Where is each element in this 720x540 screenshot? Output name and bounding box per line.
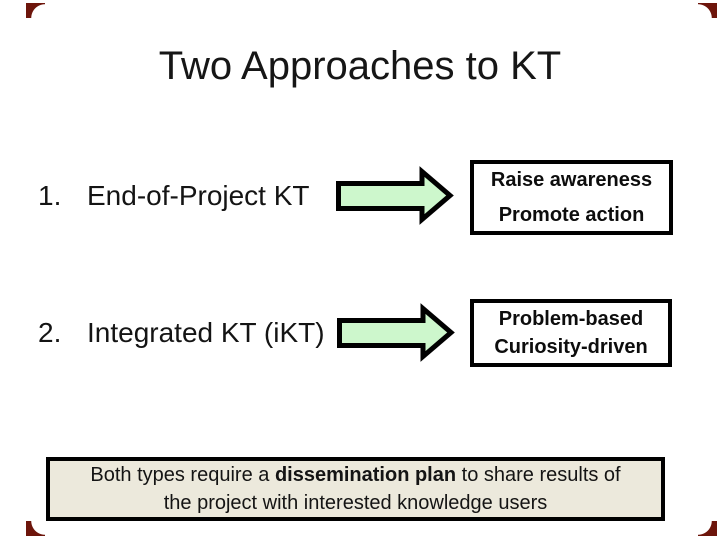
outcome-line: Promote action <box>498 203 645 226</box>
approach-number-1: 1. <box>38 180 62 211</box>
corner-accent-bottom-right <box>698 521 717 536</box>
approach-label-1: End-of-Project KT <box>87 180 310 211</box>
approach-row-1: 1. End-of-Project KT <box>38 180 310 212</box>
corner-accent-bottom-left <box>26 521 45 536</box>
outcome-box-1: Raise awareness Promote action <box>470 160 673 235</box>
footer-line-1-prefix: Both types require a <box>90 464 275 486</box>
approach-row-2: 2. Integrated KT (iKT) <box>38 317 325 349</box>
footer-line-1: Both types require a dissemination plan … <box>90 461 620 489</box>
footer-dissemination-plan-bold: dissemination plan <box>274 464 457 486</box>
footer-line-2: the project with interested knowledge us… <box>163 492 548 514</box>
block-arrow-icon-2 <box>337 303 455 362</box>
footer-note-box: Both types require a dissemination plan … <box>46 457 665 521</box>
corner-accent-top-right <box>698 3 717 18</box>
approach-label-2: Integrated KT (iKT) <box>87 317 325 348</box>
outcome-line: Raise awareness <box>490 168 653 191</box>
corner-accent-top-left <box>26 3 45 18</box>
footer-line-1-suffix: to share results of <box>456 464 621 486</box>
slide-title: Two Approaches to KT <box>158 44 562 88</box>
block-arrow-icon-1 <box>336 166 454 225</box>
outcome-line: Curiosity-driven <box>494 336 648 358</box>
approach-number-2: 2. <box>38 317 62 348</box>
outcome-box-2: Problem-based Curiosity-driven <box>470 299 672 367</box>
outcome-line: Problem-based <box>498 308 644 330</box>
